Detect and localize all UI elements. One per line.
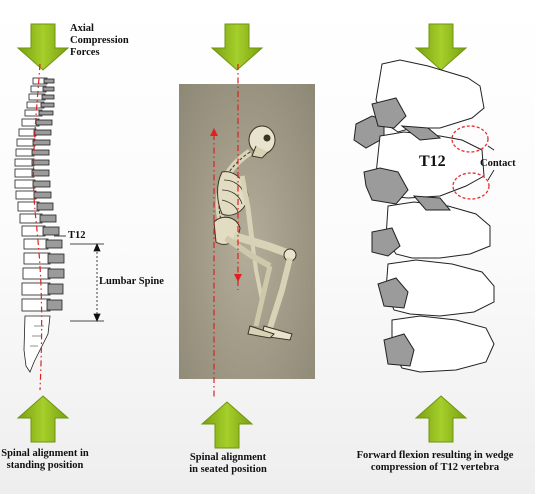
- alignment-arrow-head: [210, 128, 218, 136]
- vertebra-column: [353, 59, 495, 373]
- contact-circle-upper: [451, 125, 489, 153]
- standing-spine: [14, 77, 65, 373]
- lumbar-spine-label: Lumbar Spine: [99, 276, 164, 287]
- axial-compression-label: Axial Compression Forces: [70, 23, 129, 58]
- seated-skeleton: [213, 125, 297, 341]
- seated-caption: Spinal alignment in seated position: [189, 452, 267, 475]
- up-arrow-icon: [414, 395, 468, 443]
- down-arrow-icon: [414, 23, 468, 71]
- standing-caption: Spinal alignment in standing position: [1, 448, 89, 471]
- gravity-arrow-head: [234, 274, 242, 282]
- t12-vertebra-label: T12: [419, 153, 446, 170]
- forward-flexion-caption: Forward flexion resulting in wedge compr…: [356, 450, 514, 473]
- t12-spine-label: T12: [68, 230, 86, 241]
- contact-pointer-line: [487, 145, 495, 151]
- contact-circle-lower: [452, 172, 490, 200]
- down-arrow-icon: [16, 23, 70, 71]
- lumbar-bracket: [70, 242, 104, 323]
- contact-label: Contact: [480, 158, 516, 169]
- seated-skeleton-photo: [179, 84, 315, 379]
- down-arrow-icon: [210, 23, 264, 71]
- up-arrow-icon: [16, 395, 70, 443]
- standing-alignment-line: [32, 63, 43, 391]
- up-arrow-icon: [200, 401, 254, 449]
- contact-pointer-line: [487, 169, 495, 181]
